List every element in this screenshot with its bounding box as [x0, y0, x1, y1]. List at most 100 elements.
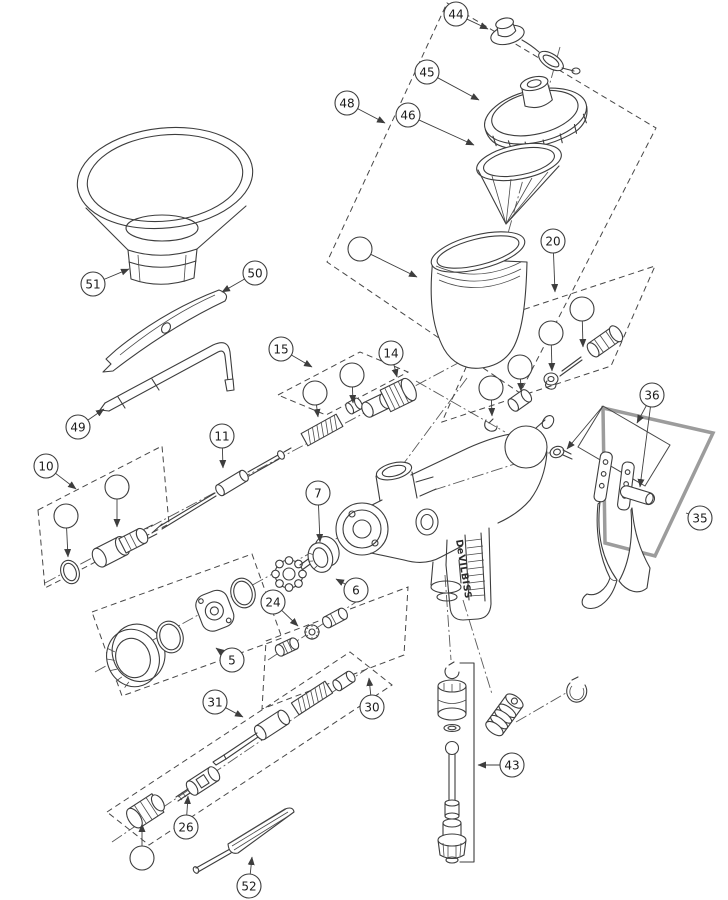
- balloon-number: 48: [339, 96, 354, 110]
- callout-14: 14: [378, 340, 404, 378]
- balloon-circle: [343, 577, 369, 603]
- callout-20: 20: [540, 228, 566, 293]
- balloon-circle: [219, 647, 245, 673]
- balloon-number: 36: [644, 388, 659, 402]
- balloon-circle: [53, 503, 79, 529]
- balloon-circle: [334, 90, 360, 116]
- leader-line: [548, 344, 556, 372]
- callout-unlabeled: [347, 236, 418, 278]
- balloon-circle: [347, 236, 373, 262]
- leader-line: [313, 404, 321, 418]
- balloon-circle: [359, 694, 385, 720]
- callout-11: 11: [209, 423, 235, 469]
- retaining-clip-drawing: [566, 676, 588, 703]
- gravity-cup-drawing: [430, 231, 528, 369]
- leader-line: [215, 647, 225, 656]
- balloon-circle: [639, 382, 665, 408]
- balloon-number: 30: [364, 700, 379, 714]
- balloon-number: 5: [228, 653, 236, 667]
- callout-24: 24: [260, 589, 299, 627]
- balloon-circle: [395, 102, 421, 128]
- needle-adjust-group-drawing: [484, 325, 624, 432]
- balloon-number: 35: [692, 511, 707, 525]
- callout-26: 26: [173, 795, 199, 840]
- balloon-number: 20: [545, 234, 560, 248]
- callout-unlabeled: [569, 296, 595, 348]
- leader-line: [247, 856, 255, 875]
- balloon-number: 26: [178, 820, 193, 834]
- cleaning-brush-drawing: [192, 807, 295, 874]
- leader-line: [335, 578, 346, 586]
- balloon-circle: [268, 336, 294, 362]
- leader-line: [636, 405, 647, 424]
- balloon-circle: [65, 414, 91, 440]
- callout-49: 49: [65, 408, 105, 440]
- trigger-drawing: [581, 451, 651, 609]
- packing-set-drawing: [274, 607, 349, 657]
- balloon-circle: [507, 354, 533, 380]
- callout-44: 44: [443, 1, 489, 30]
- callout-35: 35: [685, 505, 713, 531]
- leader-line: [579, 320, 587, 348]
- leader-line: [488, 399, 496, 417]
- balloon-circle: [305, 480, 331, 506]
- air-cap-group-drawing: [106, 577, 256, 688]
- valve-stem-assembly-drawing: [126, 670, 356, 829]
- balloon-circle: [569, 296, 595, 322]
- callout-unlabeled: [339, 362, 365, 404]
- group-box-24: [261, 586, 409, 710]
- balloon-circle: [33, 453, 59, 479]
- callout-43: 43: [477, 752, 525, 778]
- callout-52: 52: [236, 856, 262, 899]
- balloon-circle: [499, 752, 525, 778]
- leader-line: [357, 108, 386, 124]
- small-clip-drawing: [545, 380, 557, 390]
- balloon-number: 46: [400, 108, 415, 122]
- callout-10: 10: [33, 453, 77, 490]
- adjust-knob-drawing: [361, 377, 417, 418]
- balloon-circle: [443, 1, 469, 27]
- balloon-circle: [302, 380, 328, 406]
- leader-line: [225, 707, 244, 718]
- cup-filter-drawing: [476, 142, 562, 225]
- leader-line: [366, 677, 374, 696]
- callout-31: 31: [202, 689, 244, 718]
- trigger-pin-drawing: [619, 485, 656, 506]
- fluid-tip-drawing: [271, 553, 318, 592]
- group-box-36: [566, 405, 671, 487]
- inlet-nut-drawing: [126, 793, 165, 829]
- balloon-number: 14: [383, 346, 398, 360]
- balloon-number: 51: [85, 277, 100, 291]
- leader-line: [551, 252, 559, 293]
- callout-15: 15: [268, 336, 313, 368]
- leader-line: [391, 364, 399, 378]
- balloon-circle: [209, 423, 235, 449]
- gun-handle: DeVILBISS: [445, 527, 492, 621]
- leader-line: [64, 527, 72, 558]
- air-cap-drawing: [195, 589, 235, 632]
- callout-unlabeled: [302, 380, 328, 418]
- leader-line: [183, 795, 191, 816]
- callout-unlabeled: [129, 823, 155, 871]
- funnel-drawing: [76, 126, 254, 285]
- callout-50: 50: [221, 260, 268, 293]
- needle-nut-drawing: [345, 397, 363, 415]
- trigger-screw-drawing: [549, 445, 573, 460]
- quick-connector-drawing: [485, 676, 588, 737]
- leader-line: [55, 472, 77, 490]
- callout-unlabeled: [478, 375, 504, 417]
- balloon-circle: [104, 474, 130, 500]
- balloon-circle: [80, 271, 106, 297]
- air-valve-group-drawing: [60, 524, 158, 585]
- balloon-number: 10: [38, 459, 53, 473]
- leader-line: [370, 253, 418, 278]
- balloon-circle: [339, 362, 365, 388]
- callout-5: 5: [215, 647, 245, 673]
- leader-line: [281, 609, 299, 627]
- group-box-10: [37, 445, 170, 589]
- star-washer-drawing: [304, 624, 320, 640]
- balloon-circle: [378, 340, 404, 366]
- balloon-circle: [540, 228, 566, 254]
- callout-unlabeled: [53, 503, 79, 558]
